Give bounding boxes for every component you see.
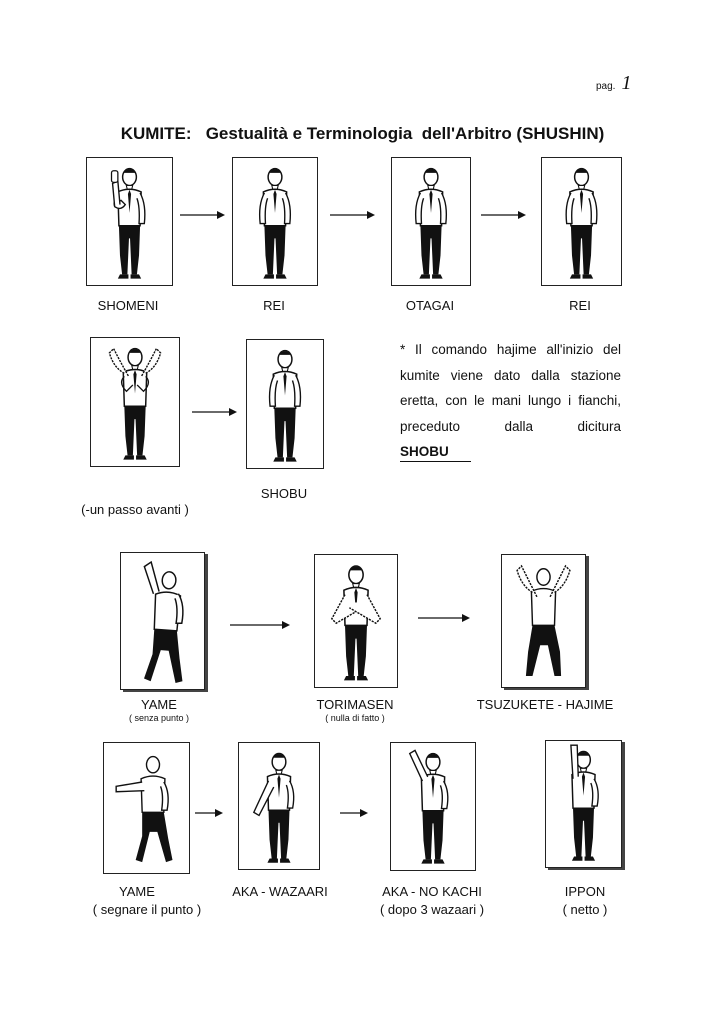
note-line: eretta, con le mani lungo i fianchi, xyxy=(400,393,621,408)
hajime-note: * Il comando hajime all'inizio del kumit… xyxy=(400,337,621,465)
figure-torimasen xyxy=(314,554,398,688)
page-number: pag.1 xyxy=(596,72,632,94)
label-rei-2: REI xyxy=(569,298,591,313)
arrow-icon xyxy=(180,210,225,220)
arrow-icon xyxy=(340,808,368,818)
label-yame-1: YAME xyxy=(141,697,177,712)
figure-yame-senza-punto xyxy=(120,552,205,690)
figure-tsuzukete-hajime xyxy=(501,554,586,688)
label-yame-2: YAME xyxy=(119,884,155,899)
label-aka-no-kachi: AKA - NO KACHI xyxy=(382,884,482,899)
arrow-icon xyxy=(418,613,470,623)
sub-torimasen: ( nulla di fatto ) xyxy=(325,713,385,723)
page-number-value: 1 xyxy=(621,72,632,94)
figure-shomeni xyxy=(86,157,173,286)
page-title: KUMITE: Gestualità e Terminologia dell'A… xyxy=(120,124,605,143)
sub-ippon: ( netto ) xyxy=(562,902,608,917)
label-un-passo-avanti: (-un passo avanti ) xyxy=(81,502,189,517)
label-tsuzukete-hajime: TSUZUKETE - HAJIME xyxy=(476,697,614,712)
note-line: preceduto dalla dicitura xyxy=(400,418,621,434)
figure-otagai xyxy=(391,157,471,286)
arrow-icon xyxy=(481,210,526,220)
note-line: kumite viene dato dalla stazione xyxy=(400,367,621,383)
figure-rei-1 xyxy=(232,157,318,286)
label-ippon: IPPON xyxy=(564,884,606,899)
arrow-icon xyxy=(330,210,375,220)
figure-aka-wazaari xyxy=(238,742,320,870)
note-emphasis: SHOBU xyxy=(400,443,471,462)
figure-shobu xyxy=(246,339,324,469)
figure-yame-segnare xyxy=(103,742,190,874)
figure-rei-2 xyxy=(541,157,622,286)
note-line: * Il comando hajime all'inizio del xyxy=(400,342,621,357)
label-aka-wazaari: AKA - WAZAARI xyxy=(232,884,328,899)
label-torimasen: TORIMASEN xyxy=(316,697,394,712)
sub-yame-1: ( senza punto ) xyxy=(128,713,190,723)
figure-ippon xyxy=(545,740,622,868)
arrow-icon xyxy=(230,620,290,630)
label-shobu: SHOBU xyxy=(260,486,308,501)
sub-yame-2: ( segnare il punto ) xyxy=(92,902,202,917)
figure-un-passo-avanti xyxy=(90,337,180,467)
figure-aka-no-kachi xyxy=(390,742,476,871)
arrow-icon xyxy=(192,407,237,417)
sub-aka-no-kachi: ( dopo 3 wazaari ) xyxy=(379,902,485,917)
label-shomeni: SHOMENI xyxy=(97,298,159,313)
arrow-icon xyxy=(195,808,223,818)
label-rei-1: REI xyxy=(263,298,285,313)
label-otagai: OTAGAI xyxy=(405,298,455,313)
